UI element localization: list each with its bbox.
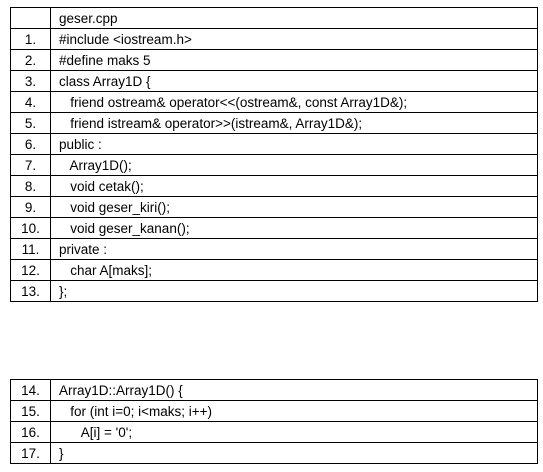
code-table-class-declaration: geser.cpp 1. #include <iostream.h> 2. #d… bbox=[10, 7, 538, 302]
table-row: 8. void cetak(); bbox=[10, 175, 538, 197]
line-number: 3. bbox=[10, 70, 51, 92]
file-name: geser.cpp bbox=[50, 7, 538, 29]
table-row: 9. void geser_kiri(); bbox=[10, 196, 538, 218]
code-line: public : bbox=[50, 133, 538, 155]
table-row: 10. void geser_kanan(); bbox=[10, 217, 538, 239]
code-line: void geser_kanan(); bbox=[50, 217, 538, 239]
code-table-body: 14. Array1D::Array1D() { 15. for (int i=… bbox=[10, 379, 538, 464]
line-number: 17. bbox=[10, 442, 51, 464]
code-line: Array1D(); bbox=[50, 154, 538, 176]
line-number: 11. bbox=[10, 238, 51, 260]
table-row: 2. #define maks 5 bbox=[10, 49, 538, 71]
line-number-header bbox=[10, 7, 51, 29]
line-number: 9. bbox=[10, 196, 51, 218]
code-line: } bbox=[50, 442, 538, 464]
code-line: #define maks 5 bbox=[50, 49, 538, 71]
table-row: 7. Array1D(); bbox=[10, 154, 538, 176]
line-number: 1. bbox=[10, 28, 51, 50]
table-row: 6. public : bbox=[10, 133, 538, 155]
table-row: 16. A[i] = '0'; bbox=[10, 421, 538, 443]
table-row: 12. char A[maks]; bbox=[10, 259, 538, 281]
code-table-body: geser.cpp 1. #include <iostream.h> 2. #d… bbox=[10, 7, 538, 302]
line-number: 7. bbox=[10, 154, 51, 176]
table-row: 5. friend istream& operator>>(istream&, … bbox=[10, 112, 538, 134]
line-number: 14. bbox=[10, 379, 51, 401]
code-line: char A[maks]; bbox=[50, 259, 538, 281]
line-number: 8. bbox=[10, 175, 51, 197]
table-row: 4. friend ostream& operator<<(ostream&, … bbox=[10, 91, 538, 113]
line-number: 16. bbox=[10, 421, 51, 443]
code-table-constructor-definition: 14. Array1D::Array1D() { 15. for (int i=… bbox=[10, 379, 538, 464]
line-number: 15. bbox=[10, 400, 51, 422]
code-line: for (int i=0; i<maks; i++) bbox=[50, 400, 538, 422]
line-number: 12. bbox=[10, 259, 51, 281]
code-line: A[i] = '0'; bbox=[50, 421, 538, 443]
table-row: 11. private : bbox=[10, 238, 538, 260]
code-line: friend ostream& operator<<(ostream&, con… bbox=[50, 91, 538, 113]
line-number: 13. bbox=[10, 280, 51, 302]
table-row: 13. }; bbox=[10, 280, 538, 302]
line-number: 10. bbox=[10, 217, 51, 239]
code-line: friend istream& operator>>(istream&, Arr… bbox=[50, 112, 538, 134]
line-number: 5. bbox=[10, 112, 51, 134]
code-line: }; bbox=[50, 280, 538, 302]
code-line: void cetak(); bbox=[50, 175, 538, 197]
table-row: 1. #include <iostream.h> bbox=[10, 28, 538, 50]
code-line: #include <iostream.h> bbox=[50, 28, 538, 50]
line-number: 6. bbox=[10, 133, 51, 155]
table-row: 15. for (int i=0; i<maks; i++) bbox=[10, 400, 538, 422]
code-line: class Array1D { bbox=[50, 70, 538, 92]
code-line: private : bbox=[50, 238, 538, 260]
line-number: 2. bbox=[10, 49, 51, 71]
code-line: Array1D::Array1D() { bbox=[50, 379, 538, 401]
line-number: 4. bbox=[10, 91, 51, 113]
table-row: 3. class Array1D { bbox=[10, 70, 538, 92]
table-row: 17. } bbox=[10, 442, 538, 464]
table-header-row: geser.cpp bbox=[10, 7, 538, 29]
table-row: 14. Array1D::Array1D() { bbox=[10, 379, 538, 401]
code-line: void geser_kiri(); bbox=[50, 196, 538, 218]
